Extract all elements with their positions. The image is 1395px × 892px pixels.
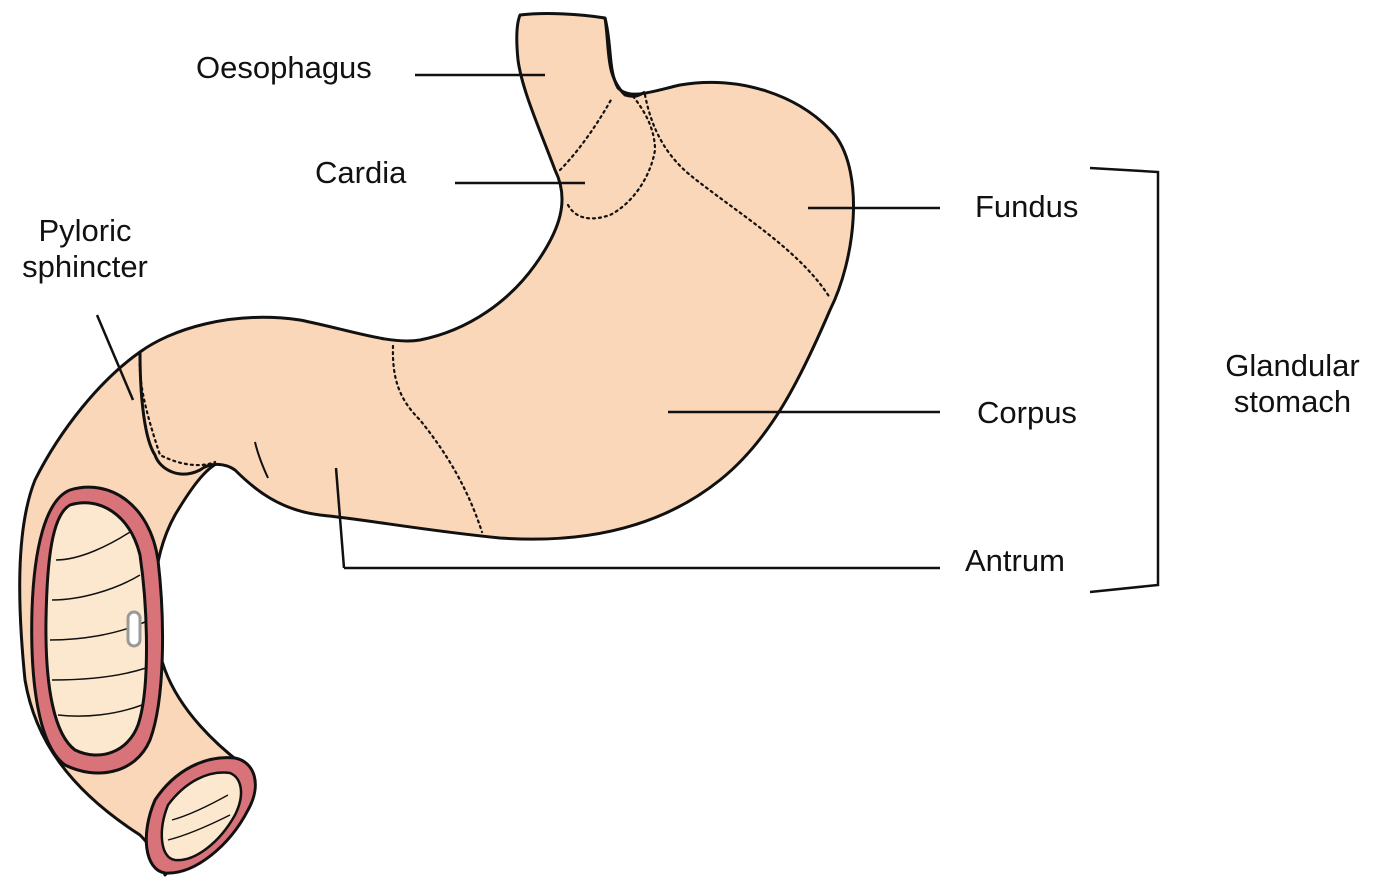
label-pyloric-line2: sphincter	[0, 249, 170, 285]
label-glandular-line1: Glandular	[1205, 348, 1380, 384]
label-glandular-line2: stomach	[1205, 384, 1380, 420]
label-corpus: Corpus	[977, 395, 1077, 431]
label-pyloric-sphincter: Pyloric sphincter	[0, 213, 170, 284]
glandular-bracket	[1090, 168, 1158, 592]
label-fundus: Fundus	[975, 189, 1078, 225]
label-cardia: Cardia	[315, 155, 406, 191]
label-oesophagus: Oesophagus	[196, 50, 372, 86]
label-pyloric-line1: Pyloric	[0, 213, 170, 249]
cross-section-upper	[32, 487, 163, 773]
label-glandular-stomach: Glandular stomach	[1205, 348, 1380, 419]
stomach-body	[140, 14, 854, 540]
label-antrum: Antrum	[965, 543, 1065, 579]
